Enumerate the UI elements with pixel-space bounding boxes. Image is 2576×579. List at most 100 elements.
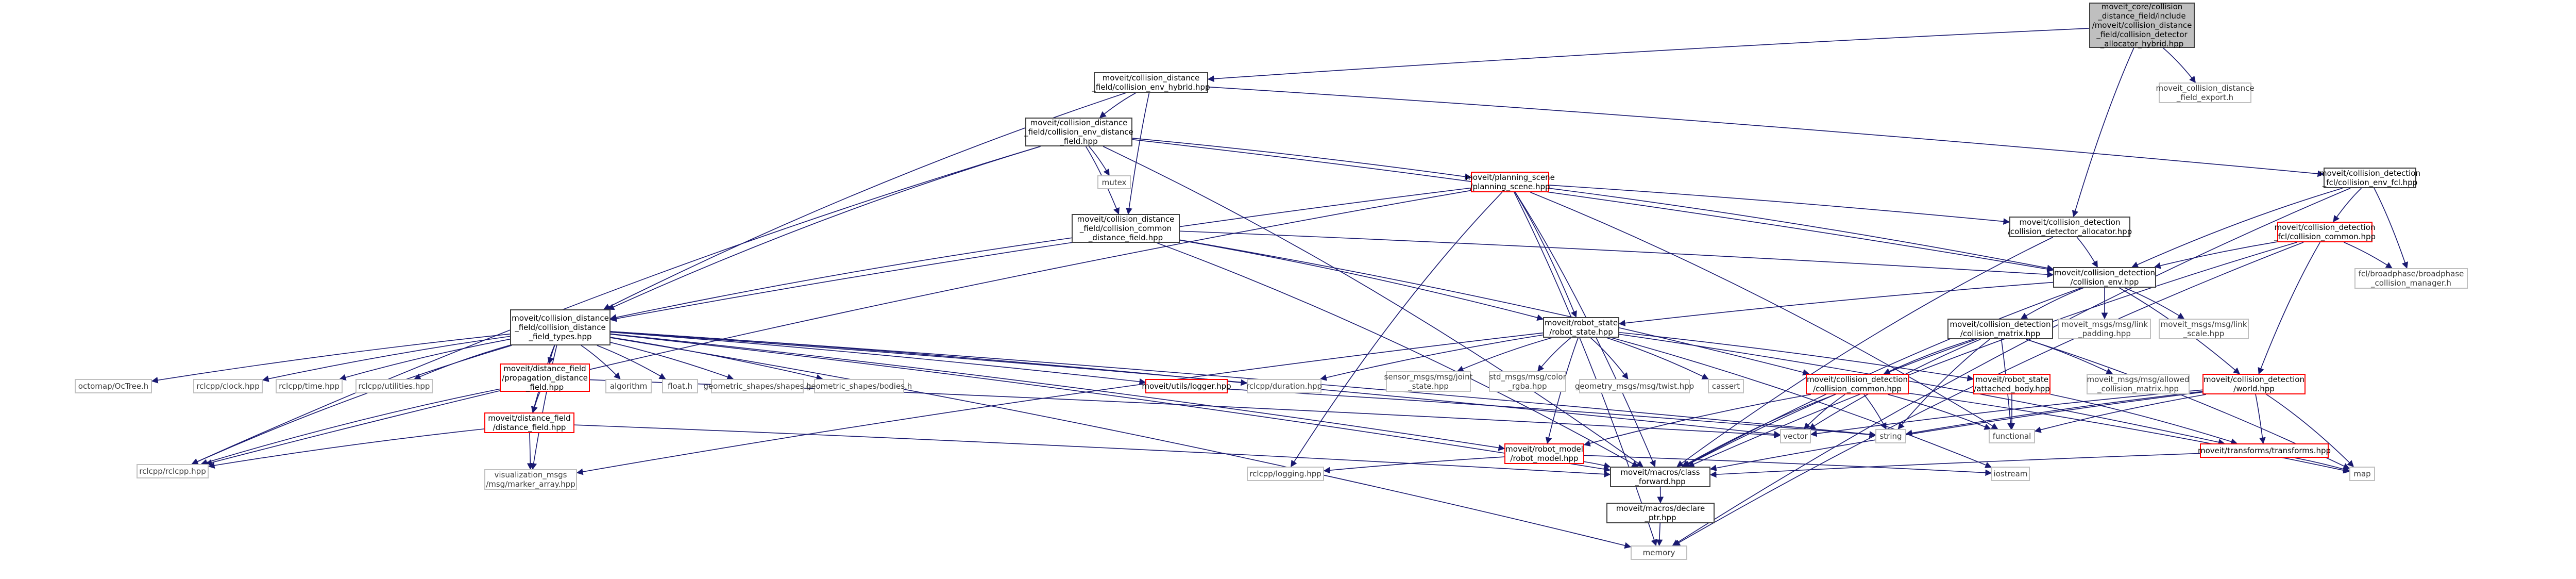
edge-world-to-transforms <box>2255 394 2266 444</box>
edge-common_df-to-robot_state <box>1179 240 1544 321</box>
edge-pscene-to-cenv <box>1549 188 2054 272</box>
edge-root-to-allocator <box>2072 47 2134 218</box>
edge-cmatrix-to-ccommon <box>1883 339 1974 374</box>
node-fcl-common[interactable]: moveit/collision_detection _fcl/collisio… <box>2274 222 2376 242</box>
edge-propagation-to-dfield <box>531 391 540 413</box>
edge-world-to-class_forward <box>1709 391 2203 471</box>
node-ccommon[interactable]: moveit/collision_detection /collision_co… <box>1806 374 1909 394</box>
edge-robot_state-to-marker <box>576 332 1544 475</box>
node-declare-ptr[interactable]: moveit/macros/declare _ptr.hpp <box>1606 503 1715 523</box>
node-vector: vector <box>1780 429 1811 443</box>
node-fcl[interactable]: moveit/collision_detection _fcl/collisio… <box>2319 168 2420 188</box>
edge-types-to-shapes <box>610 342 734 381</box>
edge-hybrid-to-envdf <box>1099 92 1137 118</box>
edge-types-to-propagation <box>547 345 555 365</box>
node-memory: memory <box>1631 545 1687 560</box>
edge-types-to-octree <box>151 334 511 384</box>
edge-common_df-to-class_forward <box>1156 242 1639 467</box>
edge-robot_state-to-joint_state <box>1456 337 1552 372</box>
edge-cenv-to-robot_state <box>1618 282 2054 326</box>
edge-types-to-vector <box>610 331 1781 438</box>
edge-types-to-memory <box>610 337 1632 549</box>
node-logging: rclcpp/logging.hpp <box>1247 467 1324 481</box>
node-world[interactable]: moveit/collision_detection /world.hpp <box>2202 374 2306 394</box>
edge-hybrid-to-common_df <box>1126 92 1150 215</box>
node-common-df[interactable]: moveit/collision_distance _field/collisi… <box>1072 214 1180 243</box>
edge-transforms-to-class_forward <box>1709 453 2200 478</box>
edge-pscene-to-allocator <box>1549 185 2010 225</box>
edge-common_df-to-cenv <box>1179 230 2054 278</box>
node-robot-model[interactable]: moveit/robot_model /robot_model.hpp <box>1504 443 1584 464</box>
edge-envdf-to-cenv <box>1132 139 2054 273</box>
edge-ccommon-to-functional <box>1888 394 1991 430</box>
edge-propagation-to-rclcpp <box>200 388 500 466</box>
node-mutex: mutex <box>1097 175 1131 189</box>
edge-types-to-algorithm <box>581 345 621 379</box>
edge-pscene-to-class_forward <box>1515 192 1656 468</box>
node-class-forward[interactable]: moveit/macros/class _forward.hpp <box>1610 467 1710 487</box>
node-color: std_msgs/msg/color _rgba.hpp <box>1489 371 1566 392</box>
edge-ccommon-to-class_forward <box>1681 394 1836 467</box>
node-hybrid[interactable]: moveit/collision_distance _field/collisi… <box>1092 72 1210 93</box>
node-time: rclcpp/time.hpp <box>276 379 343 393</box>
node-duration: rclcpp/duration.hpp <box>1246 379 1322 393</box>
edge-envdf-to-class_forward <box>1103 146 1643 467</box>
node-shapes: geometric_shapes/shapes.h <box>703 379 811 393</box>
edge-types-to-float <box>597 345 666 379</box>
edge-robot_state-to-transforms <box>1619 334 2225 445</box>
node-types[interactable]: moveit/collision_distance _field/collisi… <box>510 309 611 345</box>
node-transforms[interactable]: moveit/transforms/transforms.hpp <box>2198 443 2331 458</box>
edge-hybrid-to-fcl <box>1208 86 2325 177</box>
edge-robot_state-to-color <box>1537 337 1571 372</box>
node-cmatrix[interactable]: moveit/collision_detection /collision_ma… <box>1947 319 2053 339</box>
edge-robot_state-to-cassert <box>1606 337 1709 379</box>
edge-types-to-marker <box>530 345 557 470</box>
node-root[interactable]: moveit_core/collision _distance_field/in… <box>2089 2 2195 48</box>
node-marker: visualization_msgs /msg/marker_array.hpp <box>484 469 577 490</box>
edge-transforms-to-map <box>2294 457 2350 473</box>
edge-dfield-to-rclcpp <box>208 428 485 469</box>
node-allocator[interactable]: moveit/collision_detection /collision_de… <box>2007 217 2132 237</box>
edge-fcl-to-broadphase <box>2374 188 2409 269</box>
edge-pscene-to-rclcpp <box>205 190 1471 466</box>
edge-pscene-to-memory <box>1514 192 1657 547</box>
node-float: float.h <box>662 379 698 393</box>
edge-world-to-map <box>2266 394 2354 467</box>
edge-cenv-to-cmatrix <box>2020 287 2084 319</box>
edge-types-to-clock <box>262 336 511 382</box>
edge-fcl-to-fcl_common <box>2333 188 2362 223</box>
node-cenv[interactable]: moveit/collision_detection /collision_en… <box>2053 267 2156 288</box>
node-pscene[interactable]: moveit/planning_scene /planning_scene.hp… <box>1465 172 1555 192</box>
node-dfield[interactable]: moveit/distance_field /distance_field.hp… <box>484 412 574 433</box>
node-robot-state[interactable]: moveit/robot_state /robot_state.hpp <box>1543 317 1619 338</box>
node-attached[interactable]: moveit/robot_state /attached_body.hpp <box>1973 374 2050 394</box>
edge-cenv-to-class_forward <box>1682 287 2082 467</box>
edge-envdf-to-types <box>607 146 1041 310</box>
edge-allocator-to-cenv <box>2076 237 2098 268</box>
edge-fcl-to-cenv <box>2131 188 2343 268</box>
edge-envdf-to-rclcpp <box>191 146 1041 465</box>
node-octree: octomap/OcTree.h <box>75 379 152 393</box>
edge-robot_model-to-logging <box>1323 456 1505 474</box>
edge-pscene-to-robot_state <box>1515 192 1577 318</box>
edge-types-to-rclcpp <box>191 345 512 465</box>
node-map: map <box>2349 467 2375 481</box>
edge-allocator-to-class_forward <box>1676 237 2054 467</box>
edge-attached-to-transforms <box>2050 393 2238 445</box>
node-string: string <box>1875 429 1906 443</box>
edge-envdf-to-mutex <box>1089 146 1110 176</box>
edge-types-to-logger <box>610 332 1146 385</box>
node-propagation[interactable]: moveit/distance_field /propagation_dista… <box>500 363 590 392</box>
edge-robot_state-to-duration <box>1320 334 1544 381</box>
node-envdf[interactable]: moveit/collision_distance _field/collisi… <box>1024 118 1133 146</box>
edge-fcl_common-to-broadphase <box>2344 242 2393 269</box>
node-cassert: cassert <box>1708 379 1744 393</box>
edge-world-to-functional <box>2034 394 2207 433</box>
node-functional: functional <box>1989 429 2035 443</box>
node-logger[interactable]: moveit/utils/logger.hpp <box>1142 379 1231 393</box>
edge-fcl_common-to-class_forward <box>1687 242 2297 468</box>
edge-pscene-to-types <box>609 187 1471 322</box>
node-padding: moveit_msgs/msg/link _padding.hpp <box>2058 319 2151 339</box>
node-broadphase: fcl/broadphase/broadphase _collision_man… <box>2354 268 2468 289</box>
edge-world-to-vector <box>1810 389 2203 437</box>
